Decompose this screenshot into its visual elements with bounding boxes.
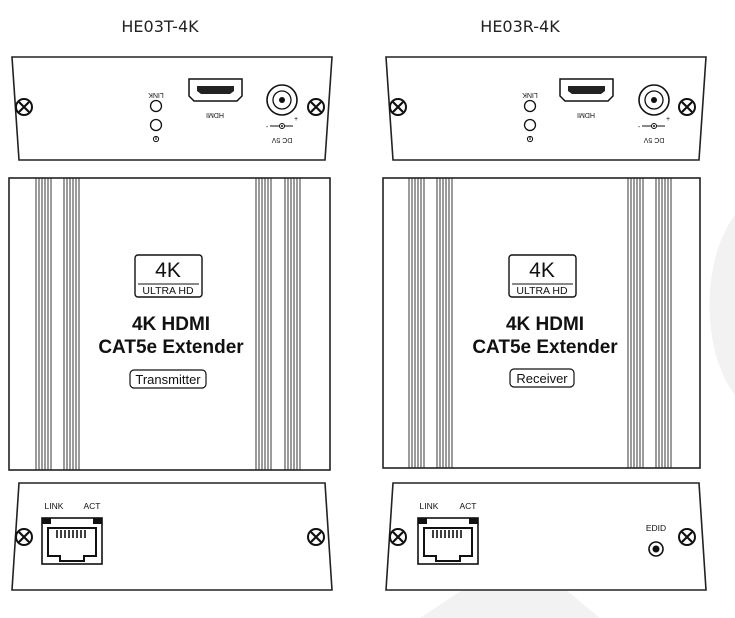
dc-label: DC 5V — [271, 136, 292, 143]
screw-icon — [678, 528, 696, 546]
ultra-hd-badge: 4K ULTRA HD — [134, 254, 203, 298]
model-label: HE03T-4K — [121, 17, 199, 36]
rj45-act-label: ACT — [460, 501, 477, 511]
screw-icon — [307, 528, 325, 546]
link-led — [523, 99, 537, 113]
rj45-port — [417, 517, 479, 565]
link-led-label: LINK — [522, 91, 538, 98]
link-led — [149, 99, 163, 113]
svg-text:-: - — [266, 124, 269, 131]
role-label: Receiver — [516, 371, 568, 386]
screw-icon — [389, 528, 407, 546]
screw-icon — [15, 98, 33, 116]
svg-text:+: + — [294, 116, 298, 123]
product-title-line1: 4K HDMI — [132, 314, 210, 335]
hdmi-port — [559, 78, 614, 102]
main-body: 4K ULTRA HD 4K HDMI CAT5e Extender Recei… — [382, 177, 701, 469]
transmitter-unit: HE03T-4K LINK — [8, 17, 333, 591]
product-title-line2: CAT5e Extender — [472, 337, 618, 358]
polarity-icon: + - — [638, 116, 670, 131]
heat-sink-fins-left — [35, 178, 80, 470]
dc-power-jack — [266, 84, 298, 116]
edid-label: EDID — [646, 523, 666, 533]
power-led — [149, 118, 163, 132]
back-panel: LINK ACT — [11, 482, 333, 591]
badge-ultra-hd: ULTRA HD — [142, 285, 194, 297]
link-led-label: LINK — [148, 91, 164, 98]
heat-sink-fins-left — [408, 178, 453, 468]
product-title-line1: 4K HDMI — [506, 314, 584, 335]
badge-4k: 4K — [155, 259, 181, 282]
screw-icon — [678, 98, 696, 116]
role-label: Transmitter — [135, 372, 201, 387]
dc-power-jack — [638, 84, 670, 116]
screw-icon — [15, 528, 33, 546]
back-panel: LINK ACT EDID — [385, 482, 707, 591]
edid-button — [648, 541, 664, 557]
screw-icon — [307, 98, 325, 116]
power-icon — [526, 135, 534, 143]
svg-text:+: + — [666, 116, 670, 123]
product-title-line2: CAT5e Extender — [98, 337, 244, 358]
badge-ultra-hd: ULTRA HD — [516, 285, 568, 297]
rj45-port — [41, 517, 103, 565]
heat-sink-fins-right — [255, 178, 301, 470]
role-box — [129, 369, 207, 389]
front-panel: LINK HDMI — [385, 56, 707, 161]
polarity-icon: + - — [266, 116, 298, 131]
rj45-act-label: ACT — [84, 501, 101, 511]
ultra-hd-badge: 4K ULTRA HD — [508, 254, 577, 298]
hdmi-label: HDMI — [206, 111, 224, 118]
badge-4k: 4K — [529, 259, 555, 282]
watermark — [420, 215, 735, 618]
main-body: 4K ULTRA HD 4K HDMI CAT5e Extender Trans… — [8, 177, 331, 471]
rj45-link-label: LINK — [45, 501, 64, 511]
screw-icon — [389, 98, 407, 116]
dc-label: DC 5V — [643, 136, 664, 143]
hdmi-label: HDMI — [577, 111, 595, 118]
svg-text:-: - — [638, 124, 641, 131]
power-led — [523, 118, 537, 132]
heat-sink-fins-right — [627, 178, 672, 468]
power-icon — [152, 135, 160, 143]
role-box — [509, 368, 575, 388]
model-label: HE03R-4K — [480, 17, 560, 36]
front-panel: LINK HDMI — [11, 56, 333, 161]
rj45-link-label: LINK — [420, 501, 439, 511]
hdmi-port — [188, 78, 243, 102]
receiver-unit: HE03R-4K LINK — [382, 17, 707, 591]
